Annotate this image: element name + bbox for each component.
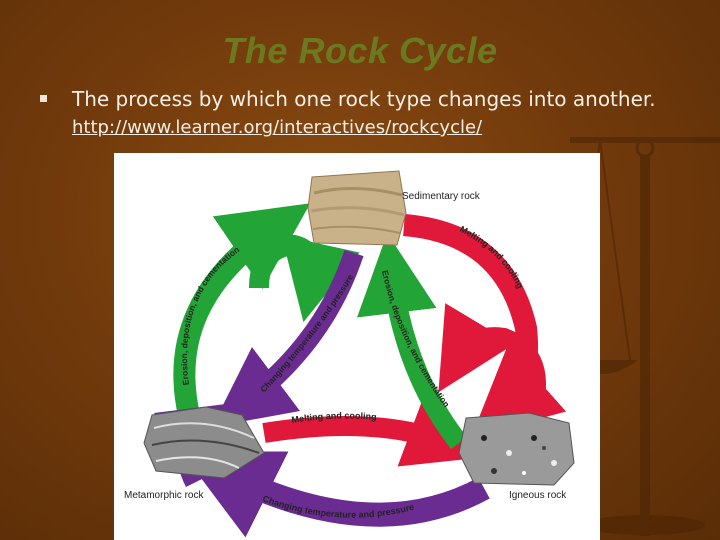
rock-cycle-link[interactable]: http://www.learner.org/interactives/rock… bbox=[72, 117, 482, 138]
bullet-item: The process by which one rock type chang… bbox=[40, 86, 680, 141]
arrow-erosion-loop-top bbox=[259, 245, 314, 288]
bullet-text-block: The process by which one rock type chang… bbox=[72, 86, 680, 141]
arrow-erosion-center bbox=[392, 273, 459, 443]
square-bullet-icon bbox=[40, 95, 47, 102]
label-igneous-rock: Igneous rock bbox=[509, 490, 567, 501]
label-sedimentary-rock: Sedimentary rock bbox=[402, 191, 481, 202]
sedimentary-rock-image bbox=[308, 171, 406, 245]
rock-cycle-diagram: Melting and cooling Melting and cooling … bbox=[114, 153, 600, 540]
label-metamorphic-rock: Metamorphic rock bbox=[124, 490, 204, 501]
arrow-changing-bottom bbox=[224, 473, 484, 515]
arrow-melting-bottom bbox=[264, 426, 449, 443]
slide-title: The Rock Cycle bbox=[0, 30, 720, 72]
igneous-rock-image bbox=[459, 413, 574, 485]
svg-text:Changing temperature and press: Changing temperature and pressure bbox=[258, 272, 355, 394]
bullet-text: The process by which one rock type chang… bbox=[72, 87, 656, 111]
metamorphic-rock-image bbox=[144, 407, 264, 478]
label-changing-center: Changing temperature and pressure bbox=[258, 272, 355, 394]
